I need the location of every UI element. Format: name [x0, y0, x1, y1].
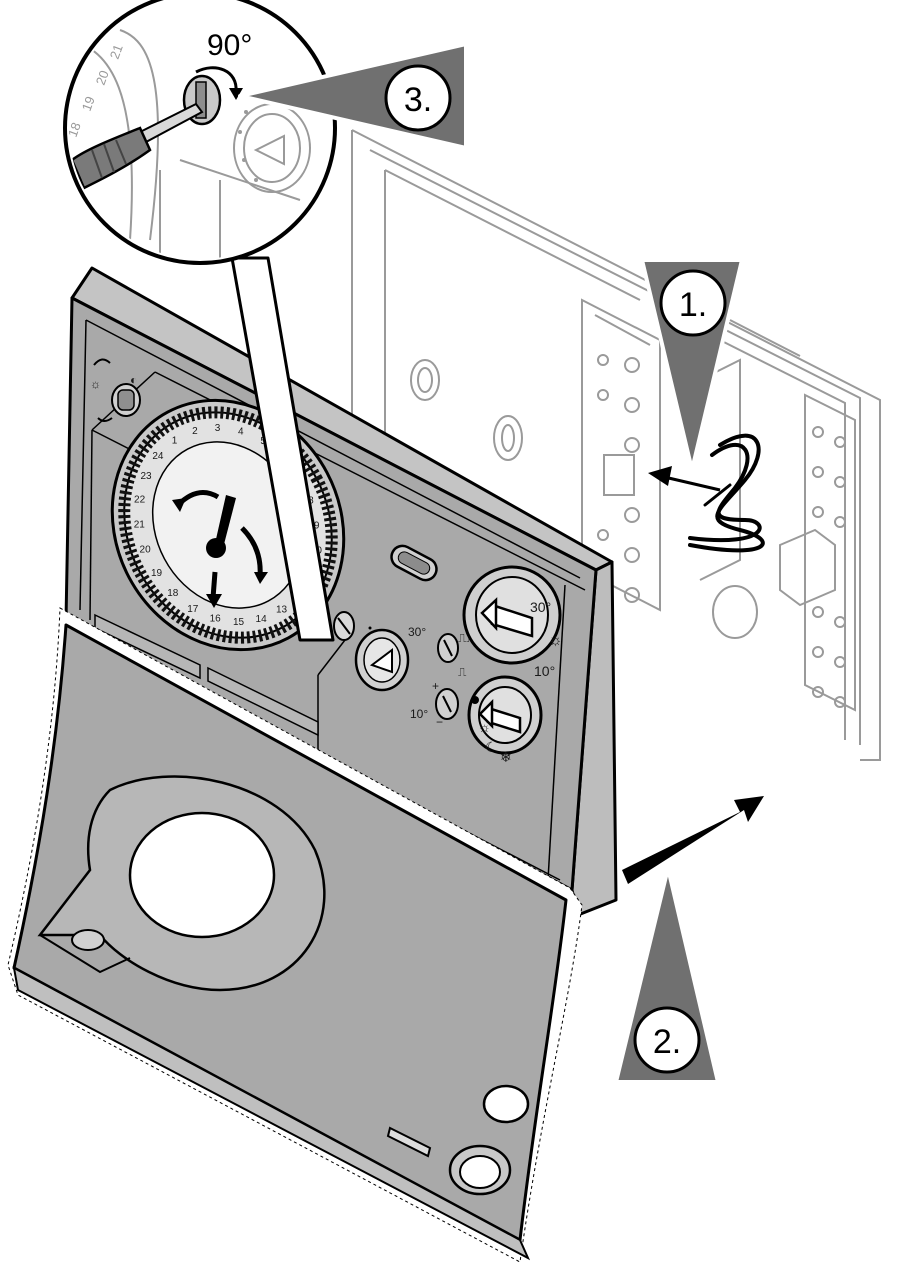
step-1-label: 1. — [679, 286, 707, 324]
setback-switch: + − 10° — [410, 679, 459, 729]
clock-number: 20 — [140, 545, 152, 556]
step-3-label: 3. — [404, 81, 432, 119]
step-1-arrow — [648, 466, 721, 492]
clock-number: 22 — [134, 494, 146, 505]
magnifier-scale: 21 20 19 18 — [65, 42, 126, 139]
night-temperature-knob: ☼ ☾ ❄ — [467, 675, 543, 765]
wall-mounting-plate — [351, 129, 881, 761]
clock-number: 23 — [140, 471, 152, 482]
cable — [688, 433, 765, 553]
flip-cover — [7, 607, 583, 1263]
clock-number: 1 — [172, 436, 178, 447]
terminal-screws — [597, 354, 640, 603]
sun-icon: ☼ — [478, 719, 491, 735]
clock-icon — [471, 696, 479, 704]
clock-number: 9 — [314, 521, 320, 532]
magnifier-number: 19 — [79, 94, 98, 113]
small-switch-max-label: 30° — [408, 625, 426, 639]
clock-number: 24 — [152, 451, 164, 462]
single-pulse-icon: ⎍ — [458, 665, 467, 679]
clock-number: 2 — [192, 426, 198, 437]
cover-button-upper — [482, 1084, 530, 1124]
adjustment-screw — [333, 611, 355, 641]
magnifier-number: 20 — [93, 68, 112, 87]
rotation-angle-label: 90° — [207, 29, 252, 62]
rotate-arrow-icon — [195, 66, 238, 93]
manual-mode-icon — [97, 417, 113, 422]
day-temperature-knob: 30° 10° ☼ — [462, 565, 563, 679]
moon-icon: ☾ — [485, 739, 498, 755]
step-2-arrow — [619, 793, 767, 887]
moon-icon: ◐ — [130, 373, 137, 387]
clock-number: 8 — [308, 496, 314, 507]
step-2-callout: 2. — [614, 866, 720, 1084]
clock-number: 19 — [151, 568, 163, 579]
clock-number: 16 — [210, 614, 222, 625]
sun-icon: ☼ — [90, 377, 101, 391]
auto-mode-icon — [93, 358, 111, 366]
small-switch-min-label: 10° — [410, 707, 428, 721]
right-terminal-screws — [812, 426, 846, 708]
clock-number: 21 — [134, 519, 146, 530]
status-indicator — [390, 544, 438, 582]
mode-selector: ☼ ◐ — [90, 358, 141, 422]
day-knob-max-label: 30° — [530, 599, 551, 615]
sun-icon: ☼ — [548, 632, 563, 649]
clock-number: 15 — [233, 617, 245, 628]
magnifier-number: 21 — [107, 42, 126, 61]
screwdriver-icon — [70, 102, 204, 190]
timer-pins — [118, 406, 338, 644]
magnifier-number: 18 — [65, 120, 84, 139]
clock-number: 17 — [187, 604, 199, 615]
step-3-callout: 3. — [238, 42, 468, 150]
day-knob-min-label: 10° — [534, 663, 555, 679]
step-1-callout: 1. — [640, 258, 744, 472]
clock-number: 3 — [215, 423, 221, 434]
cover-slot — [386, 1126, 432, 1158]
plus-icon: + — [432, 679, 439, 693]
small-temperature-dial — [354, 626, 410, 692]
minus-icon: − — [436, 715, 443, 729]
cover-button-lower — [459, 1155, 501, 1189]
clock-number: 13 — [276, 604, 288, 615]
clock-number: 14 — [256, 614, 268, 625]
clock-number: 4 — [238, 426, 244, 437]
clock-number: 18 — [167, 588, 179, 599]
snowflake-icon: ❄ — [500, 749, 512, 765]
step-2-label: 2. — [653, 1023, 681, 1061]
